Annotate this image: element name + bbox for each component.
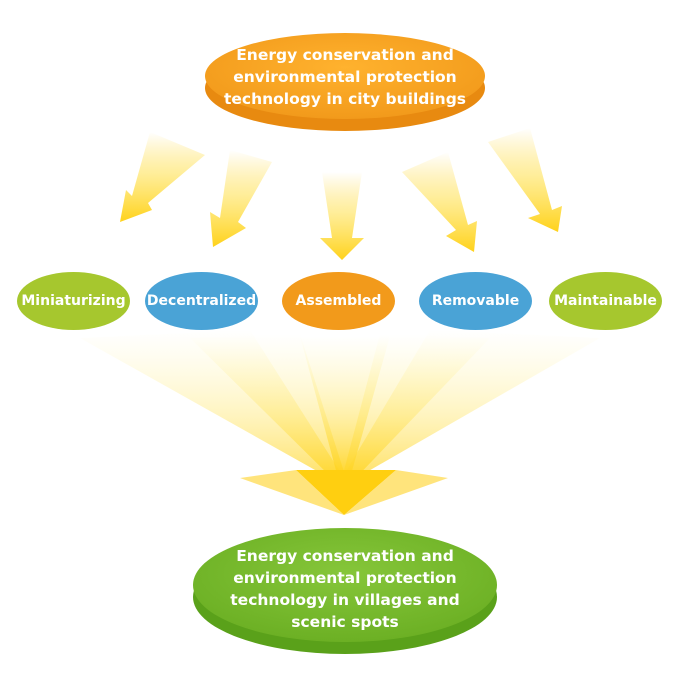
top-node-line: Energy conservation and xyxy=(236,46,454,64)
node-label: Decentralized xyxy=(146,293,257,309)
bottom-node-text: Energy conservation and environmental pr… xyxy=(190,545,500,633)
node-label: Maintainable xyxy=(554,293,657,309)
funnel-arrowhead xyxy=(296,470,396,515)
bottom-disk xyxy=(193,528,497,654)
node-maintainable: Maintainable xyxy=(549,272,662,330)
arrow-1 xyxy=(120,132,205,222)
arrow-2 xyxy=(210,150,272,247)
funnel-arrows xyxy=(80,330,600,515)
node-label: Removable xyxy=(431,293,520,309)
bottom-node-line: Energy conservation and xyxy=(236,547,454,565)
top-arrows xyxy=(120,128,562,260)
top-disk xyxy=(205,33,485,131)
top-node-line: technology in city buildings xyxy=(223,90,467,108)
top-node-line: environmental protection xyxy=(233,68,457,86)
bottom-node-line: technology in villages and xyxy=(230,591,460,609)
node-miniaturizing: Miniaturizing xyxy=(17,272,130,330)
bottom-node-line: environmental protection xyxy=(233,569,457,587)
arrow-4 xyxy=(402,152,477,252)
node-removable: Removable xyxy=(419,272,532,330)
node-label: Miniaturizing xyxy=(21,293,126,309)
bottom-node-line: scenic spots xyxy=(291,613,399,631)
node-label: Assembled xyxy=(295,293,382,309)
arrow-3 xyxy=(320,172,364,260)
arrow-5 xyxy=(488,128,562,232)
node-assembled: Assembled xyxy=(282,272,395,330)
top-node-text: Energy conservation and environmental pr… xyxy=(200,44,490,110)
node-decentralized: Decentralized xyxy=(145,272,258,330)
